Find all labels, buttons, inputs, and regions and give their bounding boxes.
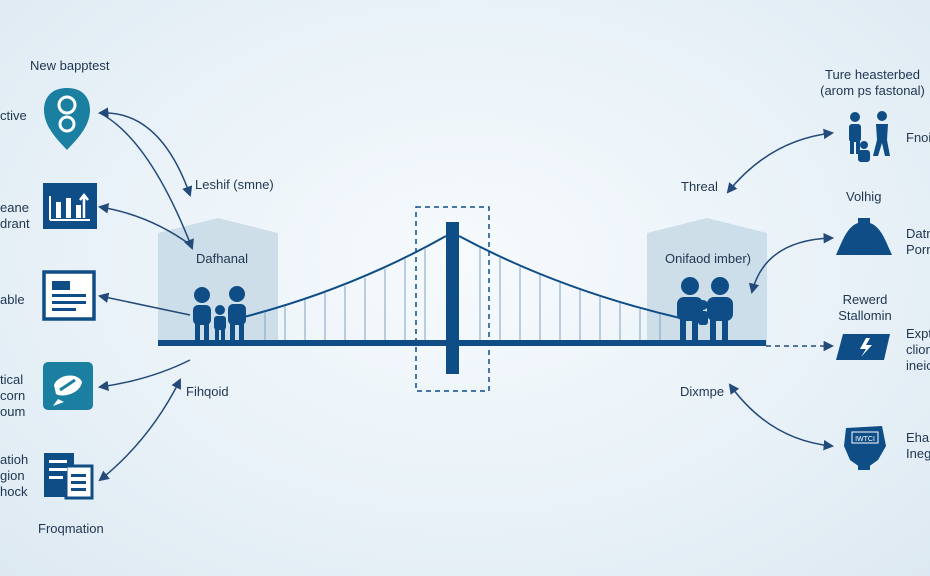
right-item-4-label: Ehal Ineg [906,430,930,461]
lightning-icon [836,334,890,360]
right-arrows [726,128,835,451]
right-building-label: Onifaod imber) [665,251,751,266]
left-item-4-label: tical corn oum [0,372,26,419]
right-people-icon [677,277,733,340]
right-top-label: Ture heasterbed (arom ps fastonal) [820,67,925,98]
left-bottom-label: Froqmation [38,521,104,536]
right-item-1-label: Fnoi [906,130,930,145]
left-bottom-center-label: Fihqoid [186,384,229,399]
left-item-3-label: able [0,292,25,307]
document-icon [42,270,96,321]
center-arrow-label: Leshif (smne) [195,177,274,192]
svg-text:IWTCI: IWTCI [855,436,875,443]
badge-icon: IWTCI [844,426,886,470]
tower-frame [415,206,490,392]
hanger-lines [264,248,661,340]
left-item-2-label: eane drant [0,200,30,231]
chat-bubble-icon [43,362,93,410]
right-building [647,218,767,345]
chart-icon [43,183,97,229]
left-top-label: New bapptest [30,58,110,73]
people-icon [849,111,890,162]
left-item-5-label: atioh gion hock [0,452,29,499]
suspension-cables [239,235,681,319]
bell-icon [836,218,892,255]
left-people-icon [193,286,246,340]
left-building-label: Dafhanal [196,251,249,266]
bridge-tower [446,222,459,374]
right-item-2-label: Datr Porr [906,226,930,257]
bridge-deck [158,340,766,346]
right-item-3-heading: Rewerd Stallomin [838,292,892,323]
left-item-1-label: ctive [0,108,27,123]
right-item-3-label: Expt clion ineio [906,326,930,373]
right-arrow-label: Threal [681,179,718,194]
files-icon [44,453,94,500]
gear-shield-icon [44,88,90,150]
left-arrows [97,107,194,482]
right-item-2-heading: Volhig [846,189,882,204]
right-bottom-center-label: Dixmpe [680,384,725,399]
